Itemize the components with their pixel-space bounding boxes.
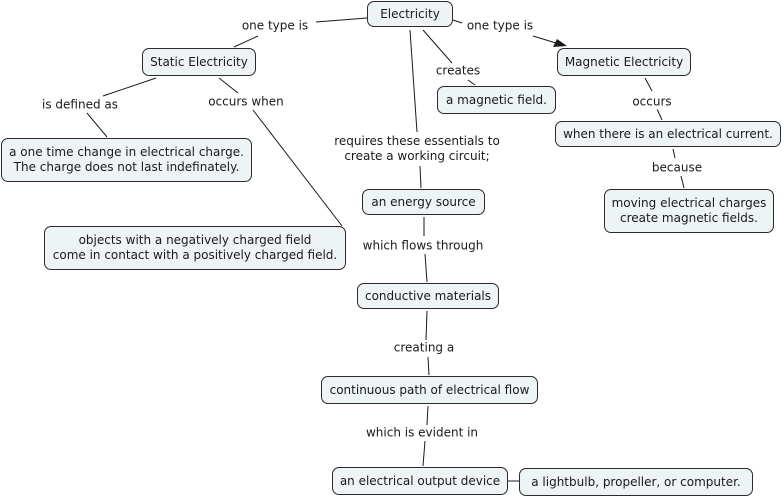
- connector-evident-device: [422, 440, 426, 467]
- link-creates[interactable]: creates: [433, 63, 483, 79]
- link-one-type-right[interactable]: one type is: [464, 18, 536, 34]
- connector-occurs-when-objects: [252, 109, 343, 227]
- concept-electricity[interactable]: Electricity: [367, 1, 453, 27]
- connector-static-occurs-when: [218, 77, 239, 94]
- connector-requires-energy-source: [419, 165, 422, 189]
- concept-one-time-change[interactable]: a one time change in electrical charge. …: [1, 138, 252, 182]
- concept-continuous-path[interactable]: continuous path of electrical flow: [321, 376, 538, 404]
- concept-objects-contact[interactable]: objects with a negatively charged field …: [44, 226, 346, 270]
- concept-energy-source[interactable]: an energy source: [362, 189, 485, 215]
- connector-because-moving: [680, 175, 685, 189]
- connector-current-because: [672, 148, 676, 159]
- connector-defined-one-time-change: [86, 112, 108, 138]
- connector-occurs-current: [656, 108, 663, 121]
- link-occurs-when[interactable]: occurs when: [206, 94, 286, 110]
- link-is-defined-as[interactable]: is defined as: [40, 97, 120, 113]
- concept-conductive-materials[interactable]: conductive materials: [357, 283, 499, 309]
- link-one-type-left[interactable]: one type is: [239, 18, 311, 34]
- connector-one-type-left-static: [233, 35, 259, 48]
- concept-static-electricity[interactable]: Static Electricity: [142, 48, 256, 76]
- link-because[interactable]: because: [649, 160, 705, 176]
- connector-electricity-requires: [409, 29, 418, 133]
- connector-creates-magnetic-field: [467, 79, 476, 86]
- concept-magnetic-field[interactable]: a magnetic field.: [437, 86, 556, 114]
- connector-electricity-one-type-left: [315, 17, 368, 23]
- concept-electrical-current[interactable]: when there is an electrical current.: [555, 121, 781, 147]
- connector-static-defined: [102, 77, 157, 97]
- connector-flows-conductive: [424, 253, 428, 283]
- link-requires[interactable]: requires these essentials to create a wo…: [332, 134, 502, 164]
- connector-electricity-one-type-right: [452, 19, 463, 24]
- connector-one-type-right-magnetic: [532, 35, 557, 44]
- concept-magnetic-electricity[interactable]: Magnetic Electricity: [557, 48, 691, 76]
- arrowhead-icon: [553, 39, 567, 47]
- concept-moving-charges[interactable]: moving electrical charges create magneti…: [604, 189, 774, 233]
- link-occurs[interactable]: occurs: [630, 94, 674, 110]
- concept-examples[interactable]: a lightbulb, propeller, or computer.: [519, 468, 753, 496]
- concept-output-device[interactable]: an electrical output device: [332, 467, 508, 495]
- connector-creating-path: [427, 356, 430, 376]
- link-creating-a[interactable]: creating a: [391, 340, 457, 356]
- connector-conductive-creating: [425, 310, 428, 341]
- connector-magnetic-occurs: [644, 77, 653, 92]
- connector-path-evident: [426, 405, 429, 426]
- link-which-flows-through[interactable]: which flows through: [360, 238, 486, 254]
- link-which-is-evident-in[interactable]: which is evident in: [363, 425, 481, 441]
- connector-electricity-creates: [422, 29, 453, 64]
